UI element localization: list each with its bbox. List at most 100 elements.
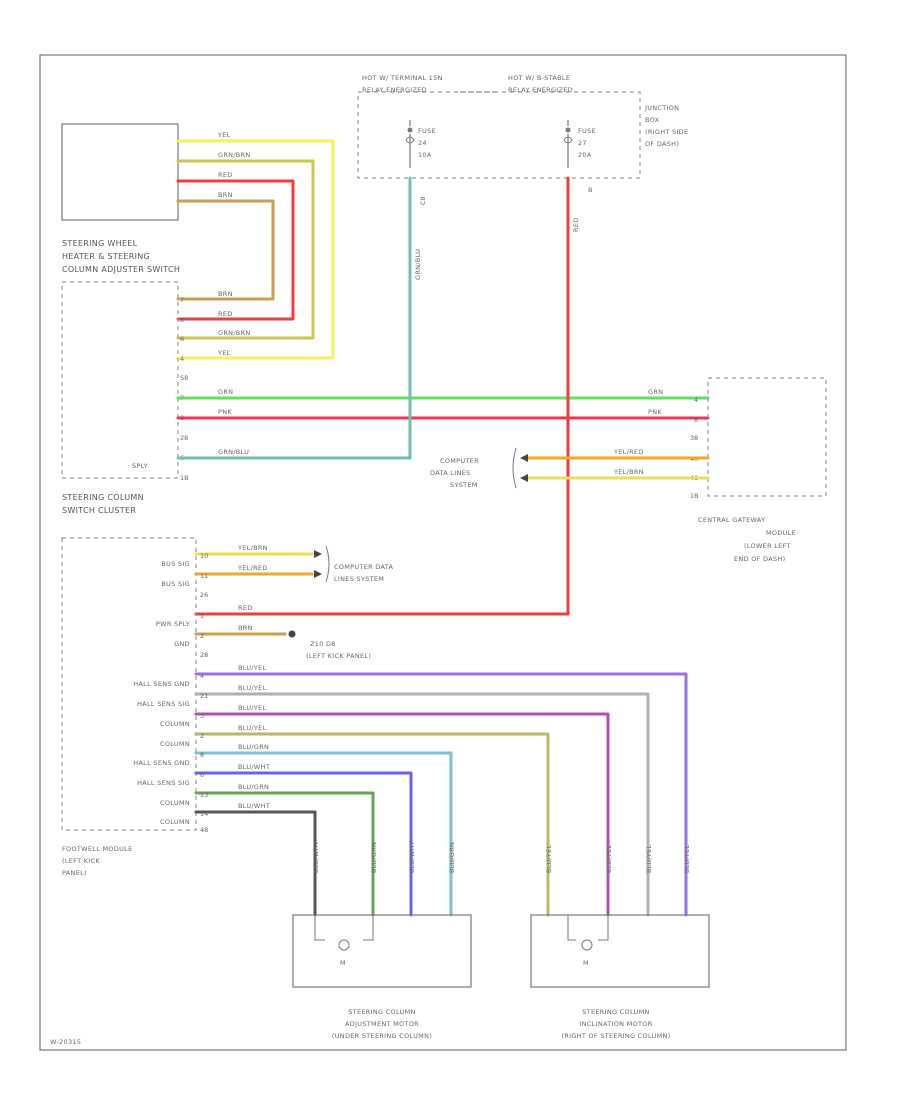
fw-label-2: PWR SPLY bbox=[156, 620, 190, 628]
wire-hall-sig-2 bbox=[194, 771, 413, 917]
wire-label-gnb: GRN/BLU bbox=[218, 448, 249, 456]
wire-label-pnk-right: PNK bbox=[648, 408, 662, 416]
wire-column-2 bbox=[194, 732, 550, 917]
heater-wire-label-yel: YEL bbox=[217, 131, 231, 139]
fuse-27-node bbox=[565, 127, 571, 133]
footwell-gnd-2: (LEFT KICK PANEL) bbox=[306, 652, 371, 660]
fuse-24-label: FUSE bbox=[418, 127, 436, 135]
fw-connector-26: 26 bbox=[200, 591, 208, 599]
junction-box bbox=[357, 91, 641, 179]
cluster-title-2: SWITCH CLUSTER bbox=[62, 506, 136, 515]
footwell-gnd-1: Z10 D8 bbox=[310, 640, 336, 648]
cluster-pin-3: 6 bbox=[180, 335, 184, 343]
hot-bstable-label-2: RELAY ENERGIZED bbox=[508, 86, 573, 94]
diagram-border bbox=[39, 54, 847, 1051]
cluster-wire-label-brn: BRN bbox=[218, 290, 233, 298]
fuse-27-amps: 20A bbox=[578, 151, 592, 159]
heater-wire-label-brn: BRN bbox=[218, 191, 233, 199]
fw-label-9: HALL SENS SIG bbox=[137, 779, 190, 787]
wire-column-1 bbox=[194, 712, 610, 917]
ground-icon bbox=[288, 630, 296, 638]
heater-title-1: STEERING WHEEL bbox=[62, 239, 138, 248]
cluster-connector-1b: 1B bbox=[180, 474, 189, 482]
fw-wire-5: BLU/YEL bbox=[238, 684, 267, 692]
cluster-wire-label-yel: YEL bbox=[217, 349, 231, 357]
cluster-pin-2: 8 bbox=[180, 316, 184, 324]
arrow-icon bbox=[314, 570, 322, 578]
fw-wire-4: BLU/YEL bbox=[238, 664, 267, 672]
inc-motor-title-1: STEERING COLUMN bbox=[582, 1008, 649, 1016]
adj-motor-symbol bbox=[314, 915, 374, 941]
inc-motor-m: M bbox=[583, 959, 589, 967]
fw-pin-10: 13 bbox=[200, 791, 208, 799]
wire-red bbox=[176, 179, 295, 321]
adj-motor-m: M bbox=[340, 959, 346, 967]
fw-pin-1: 11 bbox=[200, 572, 208, 580]
fw-connector-28: 28 bbox=[200, 651, 208, 659]
gateway-wire-label-yb: YEL/BRN bbox=[613, 468, 644, 476]
fuse-27-label: FUSE bbox=[578, 127, 596, 135]
fw-pin-2: 1 bbox=[200, 612, 204, 620]
hot-terminal-label-2: RELAY ENERGIZED bbox=[362, 86, 427, 94]
gateway-title-2: MODULE bbox=[766, 529, 796, 537]
diagram-code: W-20315 bbox=[50, 1038, 81, 1046]
fuse-27-number: 27 bbox=[578, 139, 587, 147]
footwell-rows: BUS SIG BUS SIG PWR SPLY GND HALL SENS G… bbox=[133, 544, 270, 834]
cluster-connector-28: 28 bbox=[180, 434, 188, 442]
fuse-24-node bbox=[407, 127, 413, 133]
footwell-title-1: FOOTWELL MODULE bbox=[62, 845, 133, 853]
fw-wire-2: RED bbox=[238, 604, 253, 612]
gateway-cd-2: DATA LINES bbox=[430, 469, 470, 477]
fw-wire-8: BLU/GRN bbox=[238, 743, 269, 751]
cluster-connector-s8: S8 bbox=[180, 374, 188, 382]
junction-box-title-2: BOX bbox=[645, 116, 660, 124]
wire-label-grn-right: GRN bbox=[648, 388, 663, 396]
heater-title-3: COLUMN ADJUSTER SWITCH bbox=[62, 265, 180, 274]
wire-column-3 bbox=[194, 791, 375, 917]
cluster-wire-label-red: RED bbox=[218, 310, 233, 318]
adj-wire-2: BLU/WHT bbox=[408, 841, 416, 873]
fw-pin-5: 21 bbox=[200, 692, 208, 700]
junction-box-title-3: (RIGHT SIDE bbox=[645, 128, 688, 136]
gateway-pin-4: 4 bbox=[694, 396, 698, 404]
fw-pin-0: 10 bbox=[200, 552, 208, 560]
inc-motor-icon bbox=[581, 939, 593, 951]
fw-pin-7: 2 bbox=[200, 732, 204, 740]
wire-label-fuse24: GRN/BLU bbox=[414, 249, 422, 280]
fw-label-8: HALL SENS GND bbox=[133, 759, 190, 767]
fw-pin-4: 4 bbox=[200, 672, 204, 680]
fw-label-0: BUS SIG bbox=[161, 560, 190, 568]
adj-motor-title-2: ADJUSTMENT MOTOR bbox=[345, 1020, 419, 1028]
fuse-24-symbol bbox=[405, 136, 415, 144]
arrow-icon bbox=[314, 550, 322, 558]
fw-pin-11: 14 bbox=[200, 810, 208, 818]
fw-wire-7: BLU/YEL bbox=[238, 724, 267, 732]
inclination-motor-box bbox=[530, 914, 710, 988]
wire-brn bbox=[176, 199, 275, 301]
footwell-cd-2: LINES SYSTEM bbox=[334, 575, 384, 583]
fuse-27-connector: B bbox=[588, 186, 592, 194]
gateway-wire-label-yr: YEL/RED bbox=[613, 448, 644, 456]
fuse-27-symbol bbox=[563, 136, 573, 144]
gateway-title-4: END OF DASH) bbox=[734, 555, 785, 563]
fw-label-1: BUS SIG bbox=[161, 580, 190, 588]
fw-wire-3: BRN bbox=[238, 624, 253, 632]
fw-pin-6: 3 bbox=[200, 712, 204, 720]
fw-pin-3: 2 bbox=[200, 632, 204, 640]
footwell-box bbox=[61, 537, 197, 831]
wire-label-pnk: PNK bbox=[218, 408, 232, 416]
fw-wire-1: YEL/RED bbox=[237, 564, 268, 572]
inc-motor-title-2: INCLINATION MOTOR bbox=[579, 1020, 652, 1028]
footwell-cd-1: COMPUTER DATA bbox=[334, 563, 393, 571]
inc-wire-1: BLU/YEL bbox=[605, 844, 613, 873]
fuse-24-number: 24 bbox=[418, 139, 427, 147]
cluster-pin-4: 4 bbox=[180, 355, 184, 363]
gateway-connector-38: 38 bbox=[690, 434, 698, 442]
wire-hall-gnd-1 bbox=[194, 672, 688, 917]
fw-label-6: COLUMN bbox=[160, 720, 190, 728]
inc-motor-title-3: (RIGHT OF STEERING COLUMN) bbox=[561, 1032, 670, 1040]
adj-motor-icon bbox=[338, 939, 350, 951]
fw-label-11: COLUMN bbox=[160, 818, 190, 826]
heater-wire-label-grnbrn: GRN/BRN bbox=[218, 151, 251, 159]
